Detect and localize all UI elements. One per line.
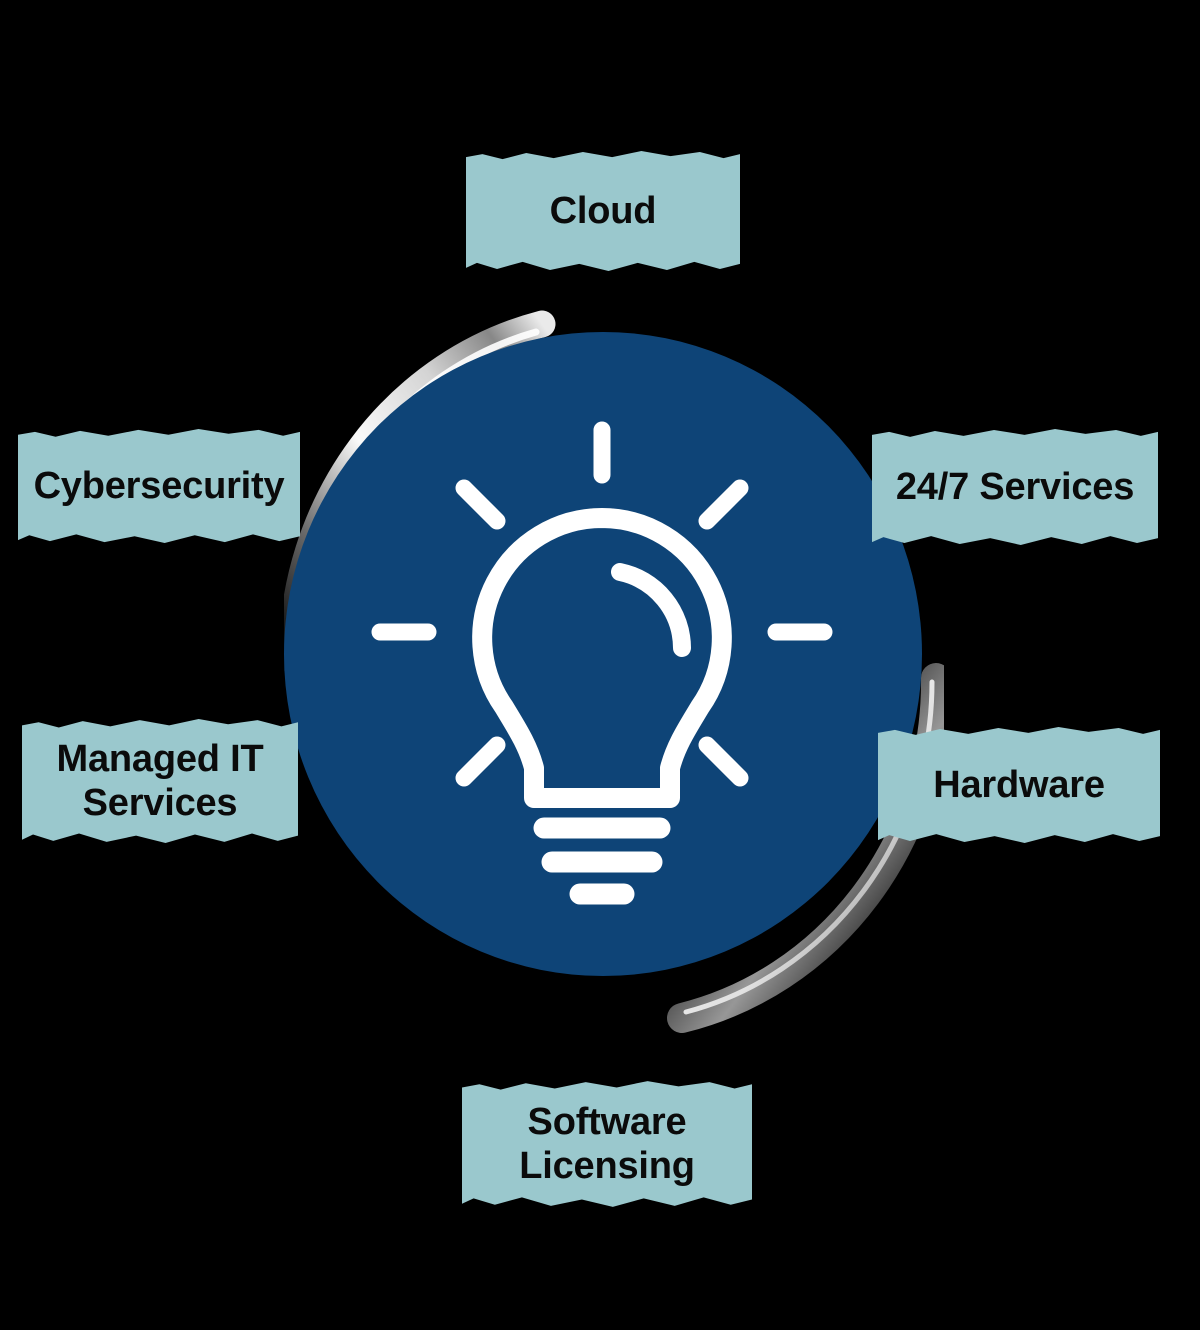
label-managed-it-services-text: Managed IT Services (56, 737, 264, 824)
label-24-7-services-text: 24/7 Services (895, 465, 1135, 508)
label-24-7-services[interactable]: 24/7 Services (872, 428, 1158, 546)
lightbulb-icon (352, 400, 852, 910)
label-cybersecurity[interactable]: Cybersecurity (18, 428, 300, 544)
label-cybersecurity-text: Cybersecurity (33, 464, 285, 507)
bulb-highlight (611, 563, 691, 657)
label-software-licensing-text: Software Licensing (519, 1100, 695, 1187)
label-managed-it-services[interactable]: Managed IT Services (22, 718, 298, 844)
lightbulb-svg (371, 421, 833, 905)
ray-top-left (455, 479, 506, 530)
ray-bottom-left (455, 736, 506, 787)
ray-top-right (698, 479, 749, 530)
label-cloud-text: Cloud (549, 189, 657, 232)
label-hardware[interactable]: Hardware (878, 726, 1160, 844)
bulb-glass (472, 508, 732, 808)
label-cloud[interactable]: Cloud (466, 150, 740, 272)
ray-bottom-right (698, 736, 749, 787)
label-software-licensing[interactable]: Software Licensing (462, 1080, 752, 1208)
label-hardware-text: Hardware (933, 763, 1105, 806)
